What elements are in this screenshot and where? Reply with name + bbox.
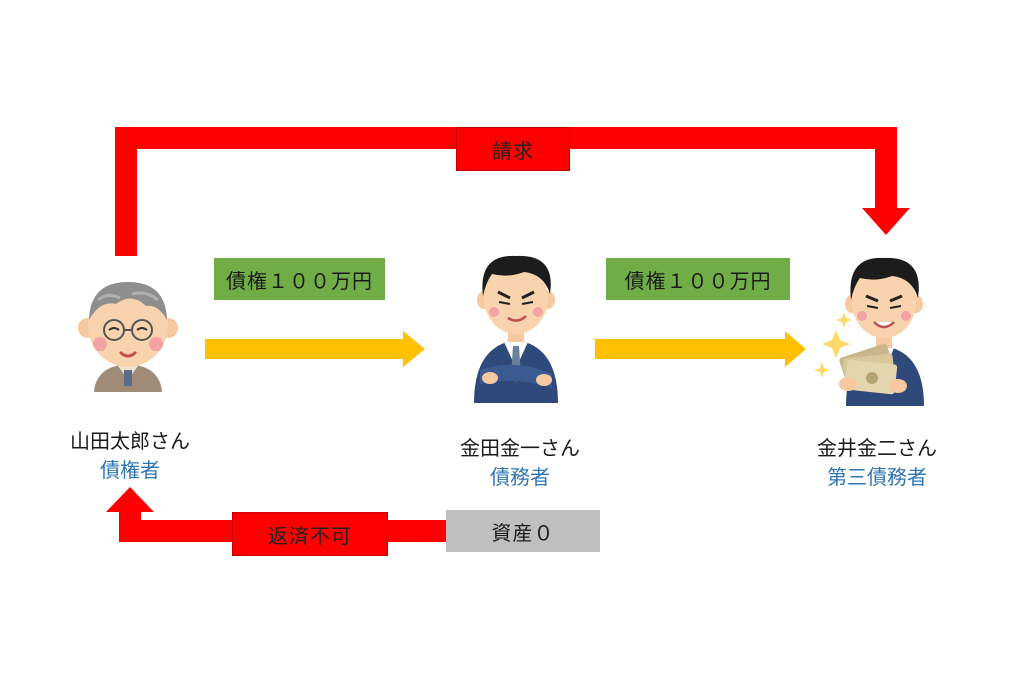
credit-label-2-text: 債権１００万円 — [624, 268, 772, 293]
repay-arrowhead — [106, 487, 154, 512]
cash-icon — [839, 343, 898, 395]
creditor-role: 債権者 — [100, 458, 160, 482]
transfer-arrow-1-head — [403, 331, 425, 367]
credit-label-2: 債権１００万円 — [606, 258, 790, 300]
transfer-arrow-1-shaft — [205, 339, 405, 359]
businessman-holding-cash-icon — [814, 257, 924, 406]
claim-arrowhead — [862, 208, 910, 235]
businessman-arms-crossed-icon — [474, 255, 558, 403]
transfer-arrow-2-shaft — [595, 339, 787, 359]
repay-label-text: 返済不可 — [268, 523, 352, 548]
assets-label: 資産０ — [446, 510, 600, 552]
elderly-man-icon — [78, 282, 178, 392]
claim-label-text: 請求 — [492, 138, 534, 163]
debtor-role: 債務者 — [490, 465, 550, 489]
repay-label: 返済不可 — [232, 512, 388, 556]
creditor-name: 山田太郎さん — [70, 429, 190, 453]
credit-label-1-text: 債権１００万円 — [226, 268, 373, 293]
transfer-arrow-2-head — [785, 331, 806, 367]
third-party-debtor-name: 金井金二さん — [817, 436, 937, 460]
claim-label: 請求 — [456, 127, 570, 171]
credit-label-1: 債権１００万円 — [214, 258, 385, 300]
assets-label-text: 資産０ — [491, 520, 555, 545]
third-party-debtor-role: 第三債務者 — [827, 465, 927, 489]
debtor-name: 金田金一さん — [460, 436, 580, 460]
